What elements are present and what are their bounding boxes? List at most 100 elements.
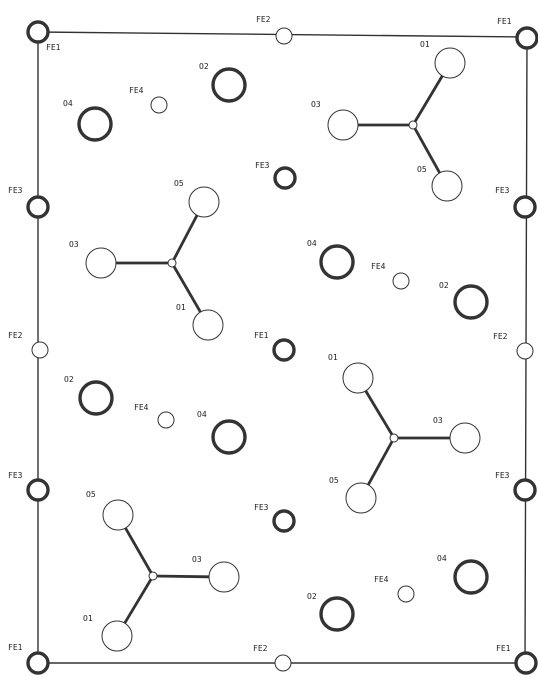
atom-label-o3-d: O3: [192, 555, 202, 564]
bond-group-4-o1-d: [123, 575, 155, 624]
atom-circle-fe3-c2: [272, 509, 296, 533]
atom-circle-o2-d: [319, 596, 355, 632]
atom-o1-c: O1: [328, 353, 374, 394]
atom-circle-fe3-r1: [513, 195, 537, 219]
atom-o1-d: O1: [83, 614, 133, 652]
atom-fe1-c: FE1: [254, 331, 296, 362]
atom-fe3-l2: FE3: [8, 471, 50, 502]
atom-circle-o5-a: [431, 170, 463, 202]
atom-label-fe3-r1: FE3: [495, 186, 510, 195]
atom-circle-o3-a: [327, 109, 359, 141]
atom-circle-fe1-br: [514, 651, 538, 675]
atom-label-o3-c: O3: [433, 416, 443, 425]
atom-circle-fe1-c: [272, 338, 296, 362]
atom-circle-o4-c: [211, 419, 247, 455]
atom-o5-d: O5: [86, 490, 134, 531]
atom-circle-fe3-l1: [26, 195, 50, 219]
atom-o3-a: O3: [311, 100, 359, 141]
atom-circle-o1-a: [434, 47, 466, 79]
atom-label-o5-b: O5: [174, 179, 184, 188]
atom-label-fe1-br: FE1: [496, 644, 511, 653]
atom-label-fe2-l: FE2: [8, 331, 23, 340]
atom-o4-b: O4: [307, 239, 355, 280]
atom-circle-fe3-l2: [26, 478, 50, 502]
atom-label-fe1-c: FE1: [254, 331, 269, 340]
atom-o5-b: O5: [174, 179, 220, 218]
atom-label-o2-d: O2: [307, 592, 317, 601]
atom-o4-a: O4: [63, 99, 113, 142]
atom-fe2-l: FE2: [8, 331, 49, 359]
atom-circle-o1-b: [192, 309, 224, 341]
atom-label-fe2-top: FE2: [256, 15, 271, 24]
atom-label-o2-c: O2: [64, 375, 74, 384]
atom-circle-fe1-tr: [515, 26, 538, 50]
atom-label-o4-c: O4: [197, 410, 207, 419]
atom-circle-o3-c: [449, 422, 481, 454]
center-atom-group-3: [389, 433, 399, 443]
atom-o4-c: O4: [197, 410, 247, 455]
atom-label-fe1-tr: FE1: [497, 17, 512, 26]
atom-label-fe3-c1: FE3: [255, 161, 270, 170]
bond-group-4-o5-d: [124, 527, 155, 577]
atom-label-o5-d: O5: [86, 490, 96, 499]
atom-label-o1-d: O1: [83, 614, 93, 623]
bond-group-3-o5-c: [367, 437, 396, 486]
atom-circle-fe2-l: [31, 341, 49, 359]
atom-o2-b: O2: [439, 281, 489, 320]
atom-label-o2-b: O2: [439, 281, 449, 290]
atom-fe1-tr: FE1: [497, 17, 538, 50]
atom-label-fe2-r: FE2: [493, 332, 508, 341]
atom-circle-fe2-bottom: [274, 654, 292, 672]
atom-circle-o4-d: [453, 559, 489, 595]
atom-o4-d: O4: [437, 554, 489, 595]
atom-circle-fe4-c: [157, 411, 175, 429]
atom-fe1-bl: FE1: [8, 643, 50, 675]
atom-circle-o3-d: [208, 561, 240, 593]
center-atom-group-4: [148, 571, 158, 581]
atom-label-fe3-l1: FE3: [8, 186, 23, 195]
atom-label-fe3-r2: FE3: [495, 471, 510, 480]
atom-circle-o4-a: [77, 106, 113, 142]
atom-label-fe4-c: FE4: [134, 403, 149, 412]
atom-circle-o4-b: [319, 244, 355, 280]
atom-circle-o5-b: [188, 186, 220, 218]
atom-label-fe1-bl: FE1: [8, 643, 23, 652]
atom-o5-a: O5: [417, 165, 463, 202]
atom-o1-b: O1: [176, 303, 224, 341]
atom-circle-fe1-tl: [26, 20, 50, 44]
atom-label-o4-d: O4: [437, 554, 447, 563]
atom-circle-o5-c: [345, 482, 377, 514]
atom-label-fe1-tl: FE1: [46, 43, 61, 52]
atom-label-o3-b: O3: [69, 240, 79, 249]
atom-fe4-d: FE4: [374, 575, 415, 603]
bond-layer: [116, 75, 450, 624]
atom-label-fe3-l2: FE3: [8, 471, 23, 480]
bond-group-1-o5-a: [411, 124, 441, 174]
atom-o3-c: O3: [433, 416, 481, 454]
atom-circle-fe4-d: [397, 585, 415, 603]
atom-circle-o2-c: [78, 380, 114, 416]
atom-circle-fe2-top: [275, 27, 293, 45]
center-atom-group-1: [408, 120, 418, 130]
atom-fe4-b: FE4: [371, 262, 410, 290]
atom-o5-c: O5: [329, 476, 377, 514]
atom-label-o4-b: O4: [307, 239, 317, 248]
atom-label-o4-a: O4: [63, 99, 73, 108]
atom-circle-fe3-c1: [273, 166, 297, 190]
atom-label-o1-b: O1: [176, 303, 186, 312]
atom-fe1-tl: FE1: [26, 20, 61, 52]
atom-o2-a: O2: [199, 62, 247, 103]
atom-circle-fe3-r2: [513, 478, 537, 502]
atom-label-o5-a: O5: [417, 165, 427, 174]
atom-circle-fe4-b: [392, 272, 410, 290]
atom-label-o1-a: O1: [420, 40, 430, 49]
atom-fe3-c2: FE3: [254, 503, 296, 533]
bond-group-2-o5-b: [170, 214, 199, 264]
atom-label-o1-c: O1: [328, 353, 338, 362]
center-atom-group-2: [167, 258, 177, 268]
bond-group-1-o1-a: [411, 75, 444, 126]
atom-circle-fe4-a: [150, 96, 168, 114]
atom-o3-d: O3: [192, 555, 240, 593]
